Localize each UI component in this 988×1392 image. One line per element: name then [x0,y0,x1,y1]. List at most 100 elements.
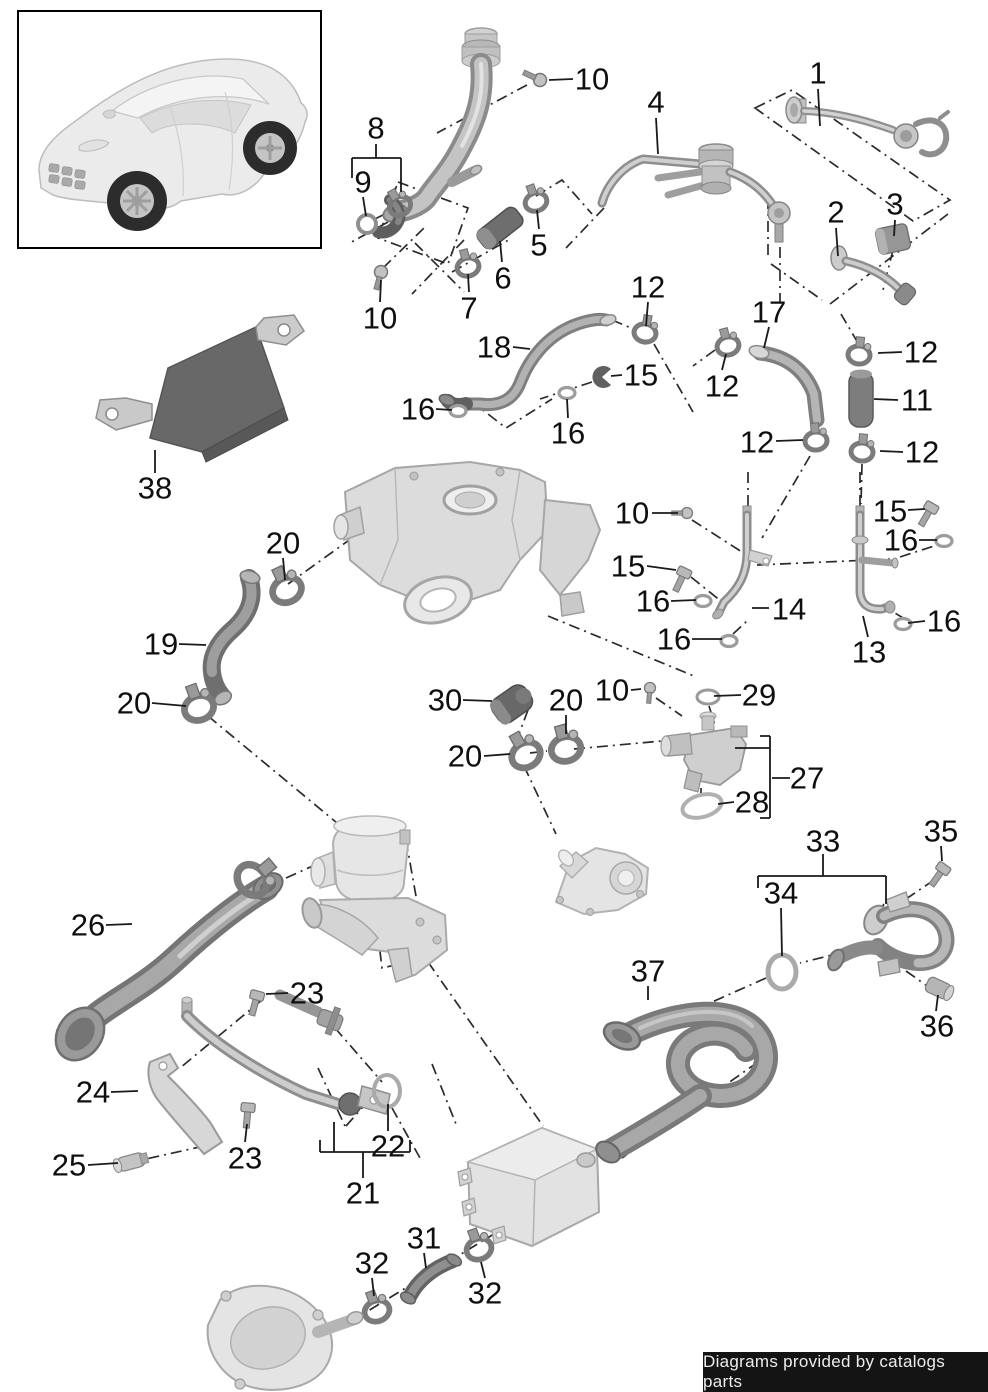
egr-cooler-block [333,460,602,625]
water-pipe-1 [785,96,950,158]
callout-38: 38 [138,471,172,506]
callout-lead-10 [379,279,382,303]
callout-lead-5 [536,209,540,230]
callout-lead-12 [877,351,903,354]
callout-34: 34 [764,876,798,911]
thermostat-housing-27 [660,711,748,793]
callout-23: 23 [290,976,324,1011]
callout-12: 12 [905,435,939,470]
callout-lead-23 [244,1123,248,1143]
car-thumbnail-box [17,10,322,249]
callout-18: 18 [477,330,511,365]
callout-21: 21 [346,1176,380,1211]
hose-11 [848,369,874,428]
callout-31: 31 [407,1221,441,1256]
callout-11: 11 [901,383,933,418]
callout-lead-16 [670,599,697,602]
clamp-20c [545,722,583,765]
elbow-33 [827,891,955,977]
clamp-20d [501,726,545,773]
bracket-line-21 [319,1122,411,1178]
callout-20: 20 [117,686,151,721]
callout-lead-15 [610,374,623,377]
screw-15c [914,499,941,530]
callout-lead-16 [907,620,926,624]
callout-10: 10 [595,673,629,708]
callout-lead-12 [721,353,727,371]
callout-lead-10 [548,78,574,81]
callout-lead-28 [717,801,735,805]
callout-3: 3 [886,187,903,222]
fitting-36 [924,976,955,1002]
credit-banner-text: Diagrams provided by catalogs parts [703,1352,946,1391]
callout-lead-11 [873,398,899,401]
callout-lead-16 [435,408,453,411]
hose-18 [438,312,617,412]
callout-20: 20 [266,526,300,561]
pipe-21 [181,996,391,1116]
callout-16: 16 [657,622,691,657]
callout-lead-16 [566,398,569,419]
hose-17 [748,344,825,428]
clamp-12a [713,326,741,358]
pump-housing [554,846,650,916]
callout-12: 12 [705,369,739,404]
callout-16: 16 [927,604,961,639]
callout-lead-13 [862,615,869,638]
callout-lead-31 [423,1252,427,1269]
callout-32: 32 [355,1246,389,1281]
vent-pipe-4 [597,143,791,243]
bracket-24 [147,1052,224,1156]
callout-lead-6 [499,240,503,263]
water-pipe-2 [830,245,917,306]
o-ring-22 [372,1073,402,1109]
callout-lead-24 [110,1090,139,1093]
cap-30 [489,684,534,725]
callout-33: 33 [806,824,840,859]
callout-14: 14 [772,592,806,627]
callout-9: 9 [354,165,371,200]
callout-37: 37 [631,954,665,989]
callout-36: 36 [920,1009,954,1044]
callout-8: 8 [367,111,384,146]
washer-16a [448,403,468,419]
callout-lead-20 [151,702,187,707]
callout-lead-7 [467,273,470,293]
callout-23: 23 [228,1141,262,1176]
callout-5: 5 [530,228,547,263]
callout-lead-18 [512,346,531,350]
callout-17: 17 [752,295,786,330]
callout-lead-35 [940,845,943,862]
callout-lead-34 [780,907,783,957]
callout-15: 15 [624,358,658,393]
hose-6 [476,206,524,250]
callout-15: 15 [873,494,907,529]
plug-25 [112,1152,150,1173]
callout-30: 30 [428,683,462,718]
callout-12: 12 [631,270,665,305]
hose-connector-8 [372,185,414,239]
callout-1: 1 [809,56,826,91]
callout-lead-20 [483,753,511,757]
callout-27: 27 [790,761,824,796]
callout-lead-32 [371,1277,375,1297]
washer-16c [693,593,713,609]
callout-lead-4 [655,117,659,155]
car-icon [38,58,308,231]
callout-16: 16 [884,523,918,558]
callout-22: 22 [371,1129,405,1164]
callout-10: 10 [575,62,609,97]
callout-7: 7 [460,291,477,326]
callout-12: 12 [904,335,938,370]
callout-lead-30 [462,699,493,702]
clamp-12b [847,336,871,365]
callout-lead-36 [935,994,939,1012]
bracket-38 [95,314,305,463]
callout-lead-12 [775,439,804,442]
callout-16: 16 [636,584,670,619]
callout-lead-26 [105,923,133,926]
washer-16f [893,616,913,632]
callout-lead-12 [645,301,649,327]
